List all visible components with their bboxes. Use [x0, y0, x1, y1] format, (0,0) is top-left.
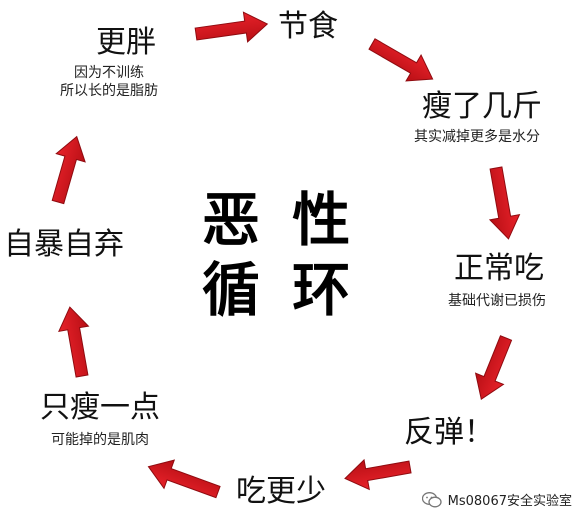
node-rebound-title: 反弹！ [404, 415, 494, 450]
node-diet-title: 节食 [278, 9, 338, 44]
node-eat-normal-title: 正常吃 [454, 251, 544, 286]
wechat-icon [421, 491, 442, 508]
node-fatter-title: 更胖 [96, 25, 156, 60]
node-rebound: 反弹！ [404, 416, 494, 450]
node-lose-title: 瘦了几斤 [422, 89, 542, 124]
node-diet: 节食 [278, 10, 338, 44]
node-eat-normal-sub1: 基础代谢已损伤 [448, 293, 546, 309]
node-fatter-sub2: 所以长的是脂肪 [60, 83, 158, 99]
node-lose-sub1: 其实减掉更多是水分 [414, 129, 540, 145]
node-lose-little-sub1: 可能掉的是肌肉 [51, 432, 149, 448]
node-give-up: 自暴自弃 [4, 228, 124, 262]
center-line-1: 恶 性 [202, 186, 357, 254]
node-fatter-sub1: 因为不训练 [74, 65, 144, 81]
vicious-cycle-title: 恶 性 循 环 [202, 185, 362, 335]
arrow-lose-to-eat-normal [488, 166, 521, 240]
center-line-2: 循 环 [202, 256, 357, 324]
arrow-eat-less-to-lose-little [147, 459, 221, 499]
arrow-eat-normal-to-rebound [474, 335, 513, 401]
node-eat-less-title: 吃更少 [236, 474, 326, 509]
node-eat-normal: 正常吃 基础代谢已损伤 [448, 252, 546, 310]
node-give-up-title: 自暴自弃 [4, 227, 124, 262]
arrow-rebound-to-eat-less [344, 458, 412, 491]
watermark: Ms08067安全实验室 [417, 488, 576, 511]
node-eat-less: 吃更少 [236, 475, 326, 509]
node-fatter: 更胖 因为不训练 所以长的是脂肪 [60, 26, 158, 100]
arrow-fatter-to-diet [194, 11, 269, 43]
arrow-lose-little-to-give-up [58, 306, 90, 378]
node-lose-weight: 瘦了几斤 其实减掉更多是水分 [412, 90, 542, 146]
arrow-give-up-to-fatter [51, 135, 86, 205]
node-lose-little: 只瘦一点 可能掉的是肌肉 [40, 391, 160, 449]
arrow-diet-to-lose [368, 38, 434, 82]
watermark-text: Ms08067安全实验室 [447, 494, 572, 509]
node-lose-little-title: 只瘦一点 [40, 390, 160, 425]
